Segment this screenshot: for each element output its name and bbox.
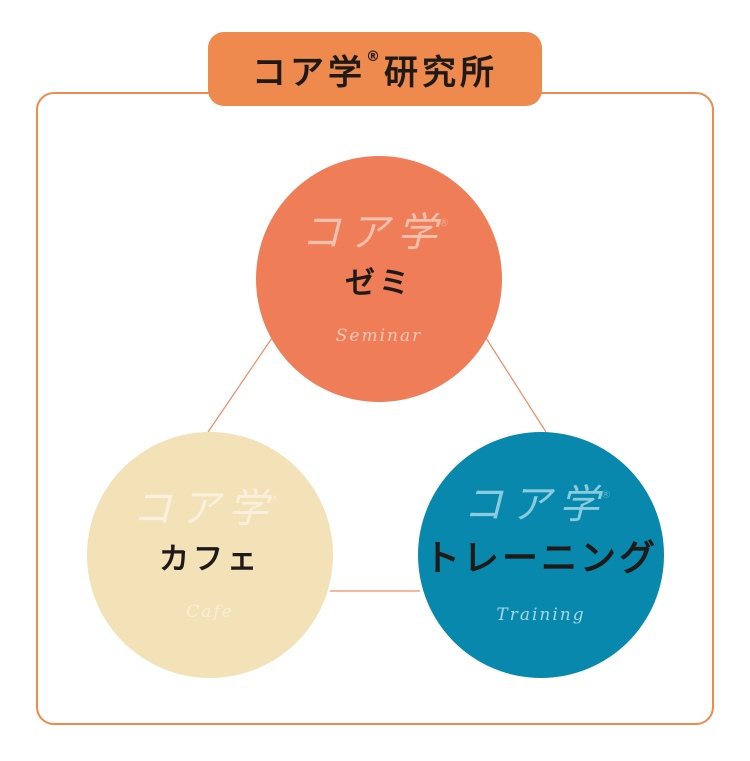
cafe-script-label: Cafe — [186, 601, 234, 622]
cafe-label: カフェ — [159, 541, 261, 577]
page-title: コア学 ® 研究所 — [208, 32, 542, 106]
training-circle: コア学® トレーニング Training — [418, 432, 664, 678]
connector-seminar-training — [485, 337, 547, 433]
training-core-text: コア学 — [463, 482, 607, 529]
cafe-registered-mark: ® — [270, 493, 288, 505]
cafe-circle: コア学® カフェ Cafe — [87, 432, 333, 678]
seminar-core-logo: コア学® — [301, 213, 457, 253]
training-registered-mark: ® — [601, 490, 619, 502]
seminar-script-label: Seminar — [335, 325, 423, 346]
cafe-core-logo: コア学® — [132, 489, 288, 529]
seminar-label: ゼミ — [345, 265, 413, 301]
cafe-core-text: コア学 — [132, 485, 276, 532]
training-script-label: Training — [496, 604, 586, 625]
title-suffix: 研究所 — [384, 52, 498, 93]
seminar-core-text: コア学 — [301, 209, 445, 256]
connector-seminar-cafe — [207, 337, 273, 433]
title-text: コア学 — [252, 52, 366, 93]
seminar-registered-mark: ® — [439, 217, 457, 229]
seminar-circle: コア学® ゼミ Seminar — [256, 156, 502, 402]
training-label: トレーニング — [423, 538, 658, 580]
registered-mark: ® — [366, 49, 380, 65]
training-core-logo: コア学® — [463, 485, 619, 525]
